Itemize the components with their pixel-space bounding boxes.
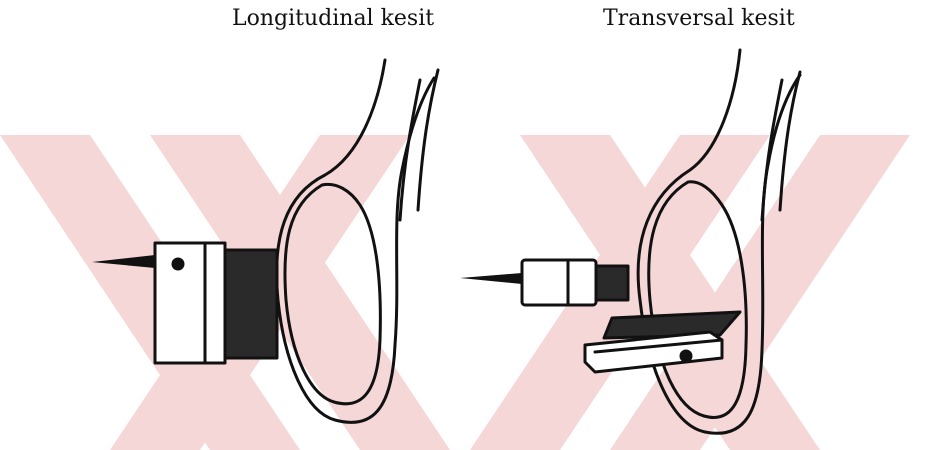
needle-icon <box>460 273 522 284</box>
watermark <box>0 135 910 450</box>
probe-screw-icon <box>173 259 183 269</box>
caption-longitudinal: Longitudinal kesit <box>232 6 434 31</box>
probe-gel-block <box>225 250 277 358</box>
bone-shaft-line-1 <box>400 80 420 220</box>
caption-transversal: Transversal kesit <box>603 6 795 31</box>
probe-body <box>522 260 596 305</box>
probe-gel-block <box>596 266 628 300</box>
probe-body <box>155 243 225 363</box>
plate-screw-icon <box>681 351 691 361</box>
